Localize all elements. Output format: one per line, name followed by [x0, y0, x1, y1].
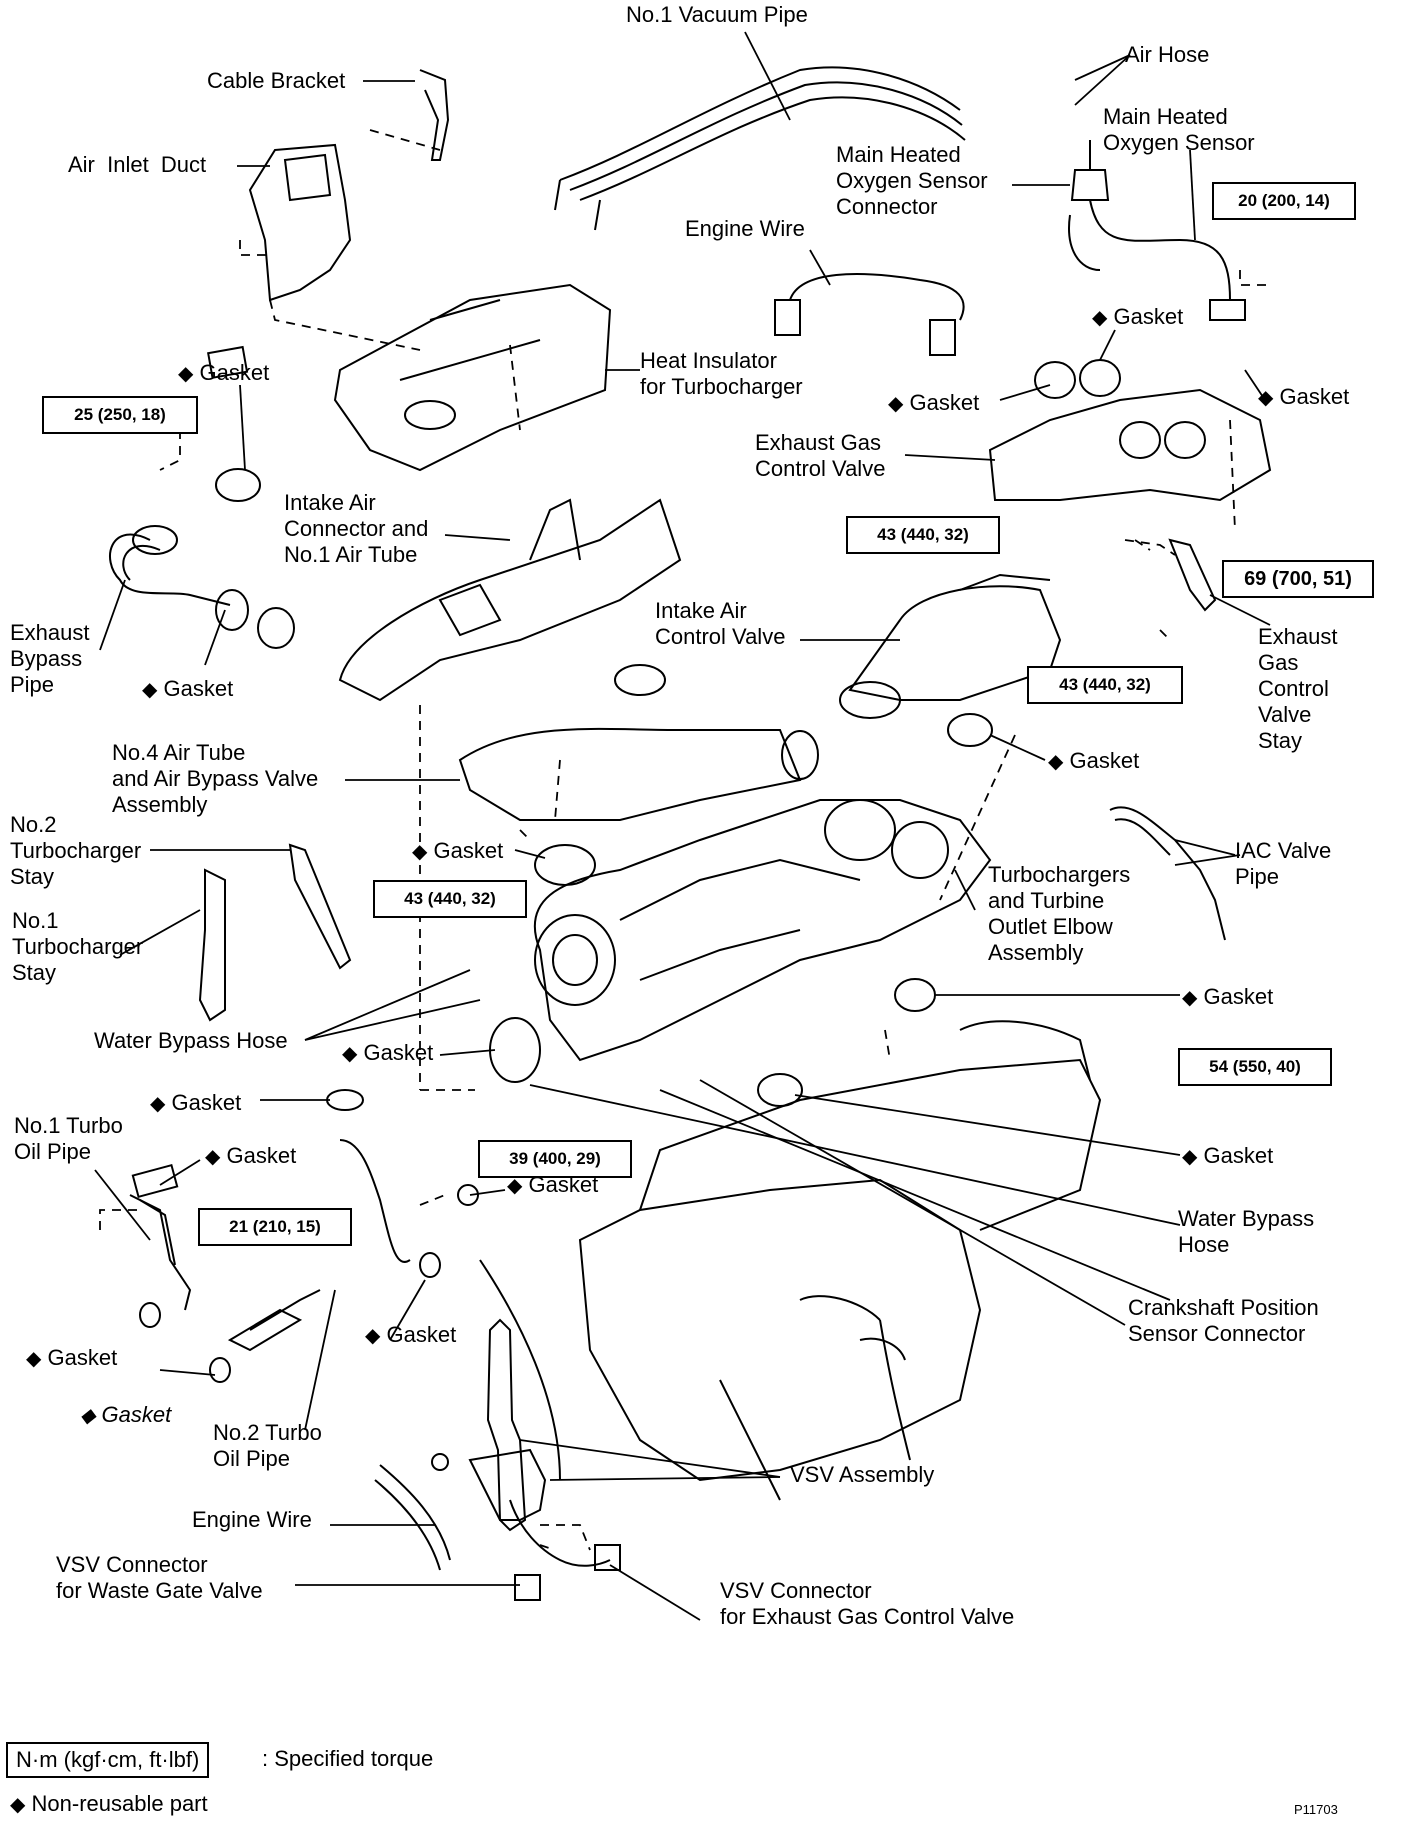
exhaust-bypass-pipe-part — [109, 533, 231, 606]
label-water-bypass-hose-left: Water Bypass Hose — [94, 1028, 288, 1053]
torque-spec-5: 43 (440, 32) — [1027, 666, 1183, 704]
label-air-inlet-duct: Air Inlet Duct — [68, 152, 207, 177]
gasket-label-2: ◆ Gasket — [178, 360, 270, 385]
label-main-heated-oxygen-sensor: Main Heated Oxygen Sensor — [1103, 104, 1255, 155]
no2-turbocharger-stay-part — [288, 843, 352, 970]
engine-wire-bottom-part — [374, 1464, 451, 1571]
label-no1-vacuum-pipe: No.1 Vacuum Pipe — [626, 2, 808, 27]
label-crankshaft-position-sensor-connector: Crankshaft Position Sensor Connector — [1128, 1295, 1319, 1346]
legend-nonreusable: ◆ Non-reusable part — [10, 1791, 208, 1816]
exhaust-gas-control-valve-part — [988, 388, 1272, 502]
torque-spec-8: 39 (400, 29) — [478, 1140, 632, 1178]
gasket-label-15: ◆ Gasket — [26, 1345, 118, 1370]
label-engine-wire-bottom: Engine Wire — [192, 1507, 312, 1532]
label-intake-air-connector: Intake Air Connector and No.1 Air Tube — [284, 490, 429, 567]
leader-lines — [94, 31, 1271, 1621]
label-water-bypass-hose-right: Water Bypass Hose — [1178, 1206, 1315, 1257]
cable-bracket-part — [419, 69, 450, 161]
heat-insulator-part — [333, 283, 612, 472]
torque-spec-1: 20 (200, 14) — [1212, 182, 1356, 220]
gasket-label-6: ◆ Gasket — [1048, 748, 1140, 773]
torque-spec-9: 21 (210, 15) — [198, 1208, 352, 1246]
engine-wire-top-part — [789, 273, 965, 321]
label-no2-turbo-oil-pipe: No.2 Turbo Oil Pipe — [213, 1420, 322, 1471]
iac-valve-pipe-part — [1109, 806, 1226, 941]
label-exhaust-gas-control-valve: Exhaust Gas Control Valve — [755, 430, 886, 481]
torque-spec-2: 25 (250, 18) — [42, 396, 198, 434]
no1-turbocharger-stay-part — [198, 868, 226, 1022]
intake-air-control-valve-part — [848, 585, 1062, 701]
engine-block-part — [578, 1178, 982, 1482]
label-exhaust-gas-control-valve-stay: Exhaust Gas Control Valve Stay — [1258, 624, 1338, 753]
vacuum-pipe-part — [559, 66, 961, 181]
air-inlet-duct-part — [248, 143, 352, 302]
no2-turbo-oil-pipe-part — [249, 1139, 411, 1331]
torque-spec-7: 54 (550, 40) — [1178, 1048, 1332, 1086]
gasket-label-4: ◆ Gasket — [888, 390, 980, 415]
label-no2-turbocharger-stay: No.2 Turbocharger Stay — [10, 812, 142, 889]
torque-spec-4: 69 (700, 51) — [1222, 560, 1374, 598]
label-vsv-connector-egcv: VSV Connector for Exhaust Gas Control Va… — [720, 1578, 1015, 1629]
intake-air-connector-part — [338, 498, 682, 702]
gasket-label-9: ◆ Gasket — [342, 1040, 434, 1065]
gasket-label-11: ◆ Gasket — [1182, 1143, 1274, 1168]
legend-torque-unit: N·m (kgf·cm, ft·lbf) — [6, 1742, 210, 1778]
gasket-label-5: ◆ Gasket — [142, 676, 234, 701]
label-main-heated-oxygen-sensor-connector: Main Heated Oxygen Sensor Connector — [836, 142, 988, 219]
label-turbochargers-elbow: Turbochargers and Turbine Outlet Elbow A… — [988, 862, 1131, 965]
label-iac-valve-pipe: IAC Valve Pipe — [1235, 838, 1332, 889]
label-no1-turbocharger-stay: No.1 Turbocharger Stay — [12, 908, 144, 985]
torque-spec-6: 43 (440, 32) — [373, 880, 527, 918]
label-exhaust-bypass-pipe: Exhaust Bypass Pipe — [10, 620, 90, 697]
label-engine-wire-top: Engine Wire — [685, 216, 805, 241]
label-intake-air-control-valve: Intake Air Control Valve — [655, 598, 786, 649]
oxygen-sensor-part — [1070, 140, 1110, 201]
alignment-lines — [99, 129, 1270, 1551]
legend-torque-desc: : Specified torque — [262, 1746, 434, 1771]
label-air-hose: Air Hose — [1125, 42, 1210, 67]
turbochargers-part — [533, 799, 992, 1062]
gasket-label-12: ◆ Gasket — [205, 1143, 297, 1168]
label-heat-insulator: Heat Insulator for Turbocharger — [640, 348, 803, 399]
vsv-part — [486, 1318, 527, 1532]
gasket-label-10: ◆ Gasket — [150, 1090, 242, 1115]
gasket-label-3: ◆ Gasket — [1258, 384, 1350, 409]
gasket-label-8: ◆ Gasket — [1182, 984, 1274, 1009]
gasket-label-14: ◆ Gasket — [365, 1322, 457, 1347]
gasket-label-16: ◆ Gasket — [80, 1402, 172, 1427]
egcv-stay-part — [1168, 538, 1217, 612]
label-vsv-assembly: VSV Assembly — [790, 1462, 935, 1487]
label-cable-bracket: Cable Bracket — [207, 68, 346, 93]
figure-id: P11703 — [1294, 1802, 1338, 1817]
no4-air-tube-part — [458, 727, 802, 821]
label-vsv-connector-waste-gate: VSV Connector for Waste Gate Valve — [56, 1552, 263, 1603]
label-no4-air-tube: No.4 Air Tube and Air Bypass Valve Assem… — [112, 740, 319, 817]
label-no1-turbo-oil-pipe: No.1 Turbo Oil Pipe — [14, 1113, 123, 1164]
torque-spec-3: 43 (440, 32) — [846, 516, 1000, 554]
gasket-label-1: ◆ Gasket — [1092, 304, 1184, 329]
gasket-label-7: ◆ Gasket — [412, 838, 504, 863]
